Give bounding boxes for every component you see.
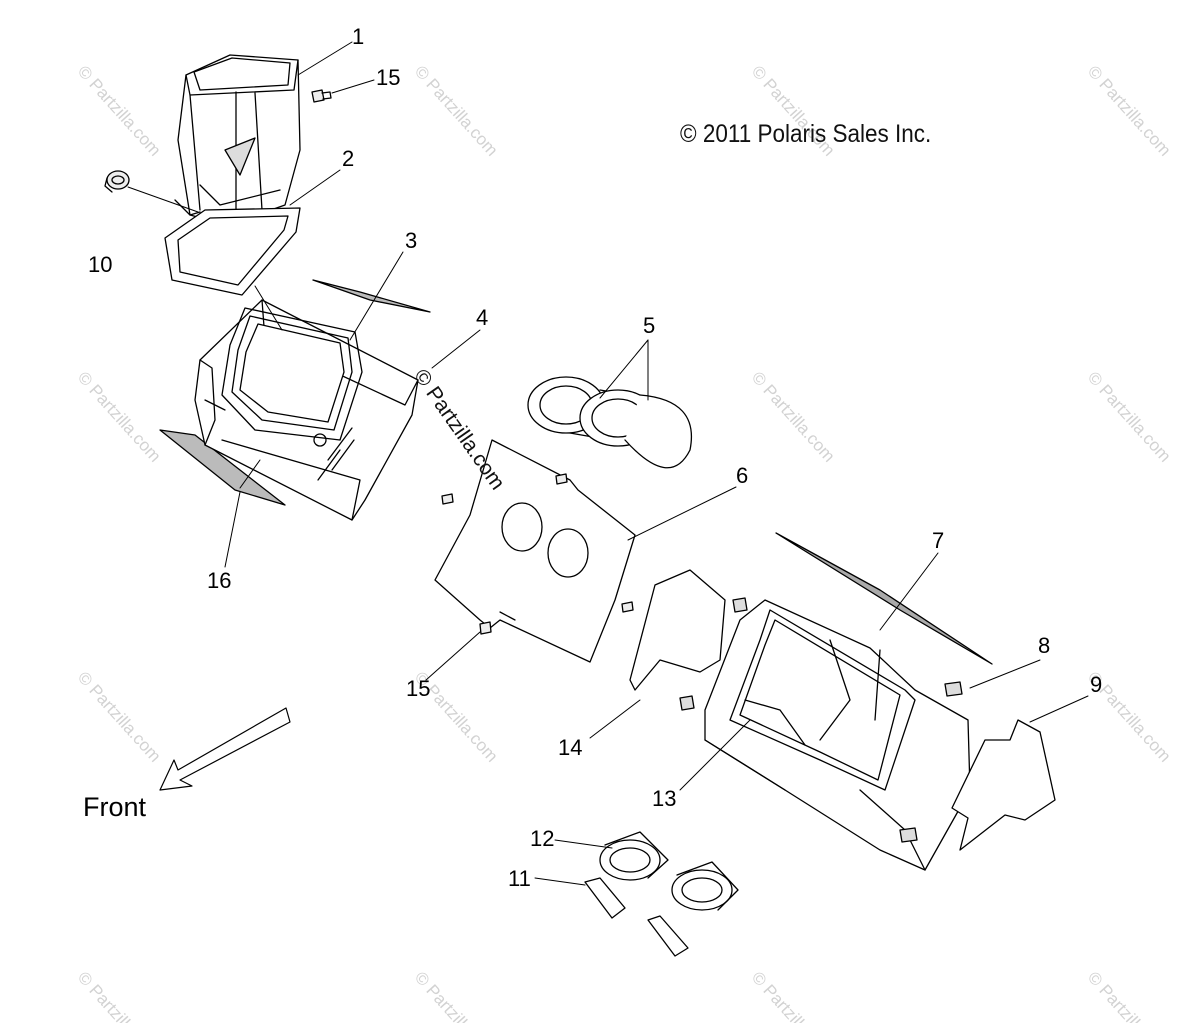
part-11-clamps [584, 877, 689, 957]
callout-1: 1 [352, 24, 365, 49]
copyright-text: © 2011 Polaris Sales Inc. [680, 120, 932, 148]
callout-5: 5 [643, 313, 656, 338]
part-1-intake-duct [174, 54, 301, 226]
callout-8: 8 [1038, 633, 1051, 658]
part-6-adapter-plate [434, 439, 636, 663]
leader-lines [127, 41, 1089, 886]
part-6-bolts [441, 473, 634, 613]
callout-14: 14 [558, 735, 583, 760]
callout-2: 2 [342, 146, 355, 171]
callout-10: 10 [88, 252, 113, 277]
part-4-upper-airbox [194, 299, 419, 521]
callout-6: 6 [736, 463, 749, 488]
callout-16: 16 [207, 568, 232, 593]
callout-9: 9 [1090, 672, 1103, 697]
part-7-filter-element [775, 532, 993, 665]
callout-15-top: 15 [376, 65, 401, 90]
part-8-clips [679, 597, 963, 843]
part-16-filter-element [159, 429, 286, 506]
callout-4: 4 [476, 305, 489, 330]
callout-11: 11 [508, 866, 531, 891]
part-13-lower-airbox [704, 599, 971, 871]
callout-12: 12 [530, 826, 555, 851]
callout-3: 3 [405, 228, 418, 253]
part-15-screw-bottom [479, 621, 492, 635]
part-10-clamp [104, 170, 130, 193]
front-arrow-icon [159, 707, 291, 791]
callout-13: 13 [652, 786, 677, 811]
part-14-seal [629, 569, 726, 691]
part-12-boots [599, 831, 739, 911]
part-2-gasket [164, 207, 301, 296]
part-15-screw-top [311, 89, 332, 103]
part-3-filter-element [312, 279, 431, 313]
callout-15-bottom: 15 [406, 676, 431, 701]
part-5-intake-boots [527, 376, 692, 469]
part-9-seal [951, 719, 1056, 851]
callout-7: 7 [932, 528, 945, 553]
front-label: Front [83, 792, 147, 822]
